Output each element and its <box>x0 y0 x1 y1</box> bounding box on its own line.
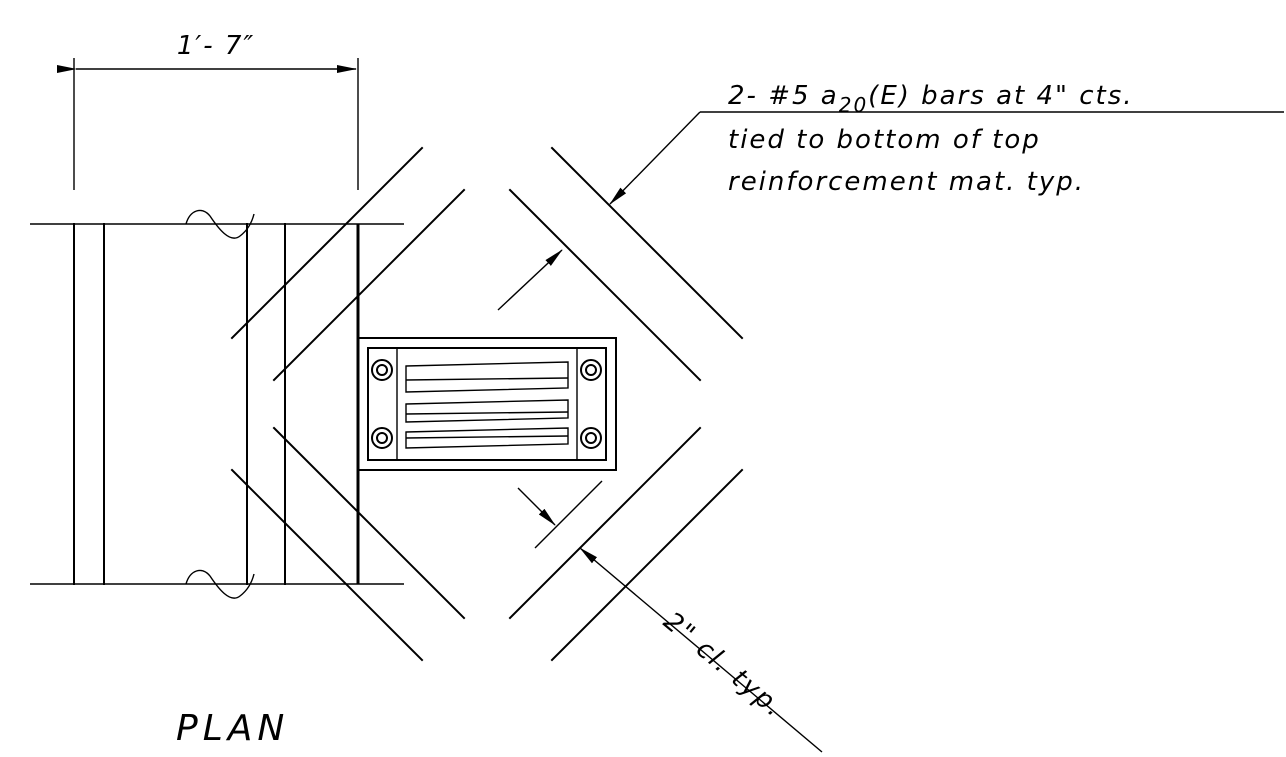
clearance-extension-line <box>534 480 603 549</box>
anchor-bolt-bottom-right <box>580 427 602 449</box>
note-line-3: reinforcement mat. typ. <box>728 167 1085 197</box>
clearance-arrow-lower <box>517 487 556 526</box>
dimension-label: 1′- 7″ <box>177 31 255 61</box>
rib-detail-line-1 <box>405 377 569 381</box>
beam-plan <box>30 209 404 599</box>
rib-middle <box>405 399 569 423</box>
clearance-note: 2" cl. typ. <box>658 606 790 724</box>
break-symbol-top <box>185 209 255 239</box>
bar-upper-left-2 <box>272 188 466 382</box>
bar-lower-left-2 <box>272 426 466 620</box>
rib-upper <box>405 361 569 393</box>
note-line-1: 2- #5 a20(E) bars at 4" cts. <box>728 81 1134 117</box>
anchor-bolt-top-right <box>580 359 602 381</box>
diagonal-bars <box>230 146 744 662</box>
clearance-leader-line <box>579 547 823 753</box>
sole-plate-inner <box>367 347 607 461</box>
clearance-note-leader <box>579 547 823 753</box>
view-title: PLAN <box>176 708 289 749</box>
break-symbol-bottom <box>185 569 255 599</box>
bar-upper-left-1 <box>230 146 424 340</box>
overall-dimension: 1′- 7″ <box>57 31 359 190</box>
anchor-bolt-top-left <box>371 359 393 381</box>
note-line-2: tied to bottom of top <box>728 125 1041 155</box>
bar-note-leader <box>609 111 1284 205</box>
clearance-dimensions <box>497 249 603 549</box>
note-leader-line <box>609 111 701 205</box>
rib-detail-line-3 <box>405 435 569 439</box>
anchor-bolt-bottom-left <box>371 427 393 449</box>
rib-detail-line-2 <box>405 411 569 415</box>
clearance-arrow-upper <box>497 249 563 311</box>
bar-upper-right-1 <box>508 188 702 382</box>
bar-upper-right-2 <box>550 146 744 340</box>
rib-lower <box>405 427 569 449</box>
sole-plate-outer <box>357 337 617 471</box>
bar-lower-right-2 <box>550 468 744 662</box>
bearing-assembly <box>357 337 617 471</box>
bar-lower-left-1 <box>230 468 424 662</box>
bar-note: 2- #5 a20(E) bars at 4" cts. tied to bot… <box>728 81 1134 197</box>
bar-lower-right-1 <box>508 426 702 620</box>
